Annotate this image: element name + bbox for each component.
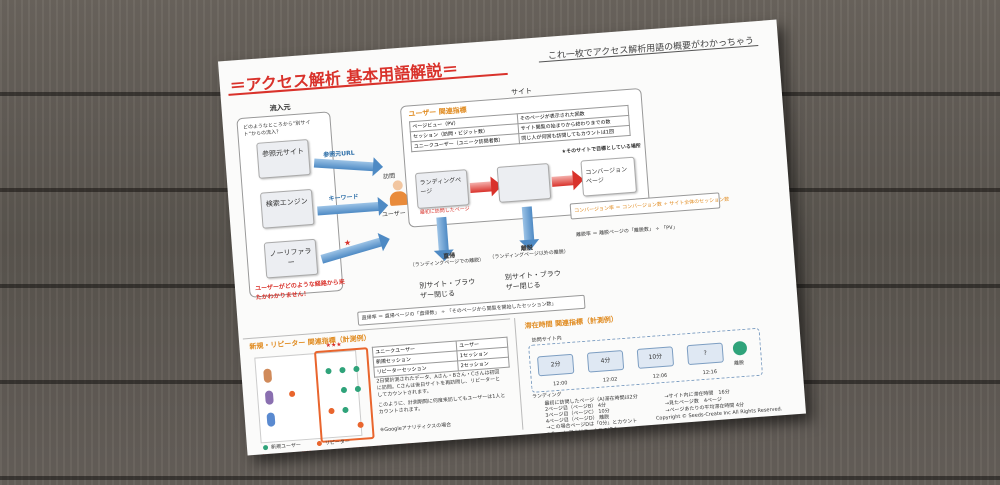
- legend-new: 新規ユーザー: [270, 442, 302, 451]
- other-site-1: 別サイト・ブラウザー閉じる: [419, 277, 476, 301]
- other-site-2: 別サイト・ブラウザー閉じる: [504, 269, 562, 292]
- source-referrer-site: 参照元サイト: [256, 139, 311, 179]
- step-4: ?: [686, 342, 724, 366]
- legend-new-dot: [262, 444, 269, 451]
- flow-arrow-1: [469, 181, 493, 193]
- flow-arrow-2: [551, 175, 575, 187]
- step-1: 2分: [536, 353, 575, 377]
- user-label: ユーザー: [381, 209, 407, 219]
- person-icon-a: [263, 368, 273, 383]
- flow-exit-label: 離脱: [733, 359, 745, 367]
- bounce-sub: （ランディングページでの離脱）: [409, 257, 485, 269]
- time-1: 12:00: [552, 380, 568, 388]
- label-referrer-url: 参照元URL: [323, 149, 355, 159]
- exit-sub: （ランディングページ以外の離脱）: [489, 248, 570, 261]
- dwell-heading: 滞在時間 関連指標（計測例）: [524, 315, 619, 331]
- repeater-source: ※Googleアナリティクスの場合: [379, 422, 452, 434]
- legend-repeater-dot: [316, 440, 323, 447]
- person-icon-c: [266, 412, 276, 427]
- time-3: 12:06: [652, 372, 668, 380]
- middle-page-box: [496, 163, 552, 203]
- source-search-engine: 検索エンジン: [259, 188, 315, 229]
- section-divider-vertical: [514, 317, 524, 430]
- person-icon-b: [264, 390, 274, 405]
- visit-label: 訪問: [382, 172, 396, 181]
- time-4: 12:16: [702, 369, 718, 377]
- highlight-frame: [313, 347, 375, 443]
- printed-handout-sheet: ＝アクセス解析 基本用語解説＝ これ一枚でアクセス解析用語の概要がわかっちゃう …: [217, 19, 807, 456]
- stars: ★★★: [325, 341, 342, 350]
- label-keyword: キーワード: [328, 193, 359, 203]
- legend-repeater: リピーター: [324, 438, 351, 447]
- source-no-referrer: ノーリファラー: [263, 238, 319, 279]
- step-3: 10分: [636, 346, 675, 369]
- step-2: 4分: [586, 350, 625, 373]
- exit-rate-note: 離脱率 ＝ 離脱ページの「離脱数」 ÷ 「PV」: [575, 224, 678, 239]
- conversion-page-box: コンバージョンページ: [580, 156, 637, 197]
- time-2: 12:02: [602, 376, 618, 384]
- landing-page-box: ランディングページ: [414, 169, 470, 209]
- sources-heading: 流入元: [269, 103, 291, 113]
- star-mark: ★: [343, 238, 352, 248]
